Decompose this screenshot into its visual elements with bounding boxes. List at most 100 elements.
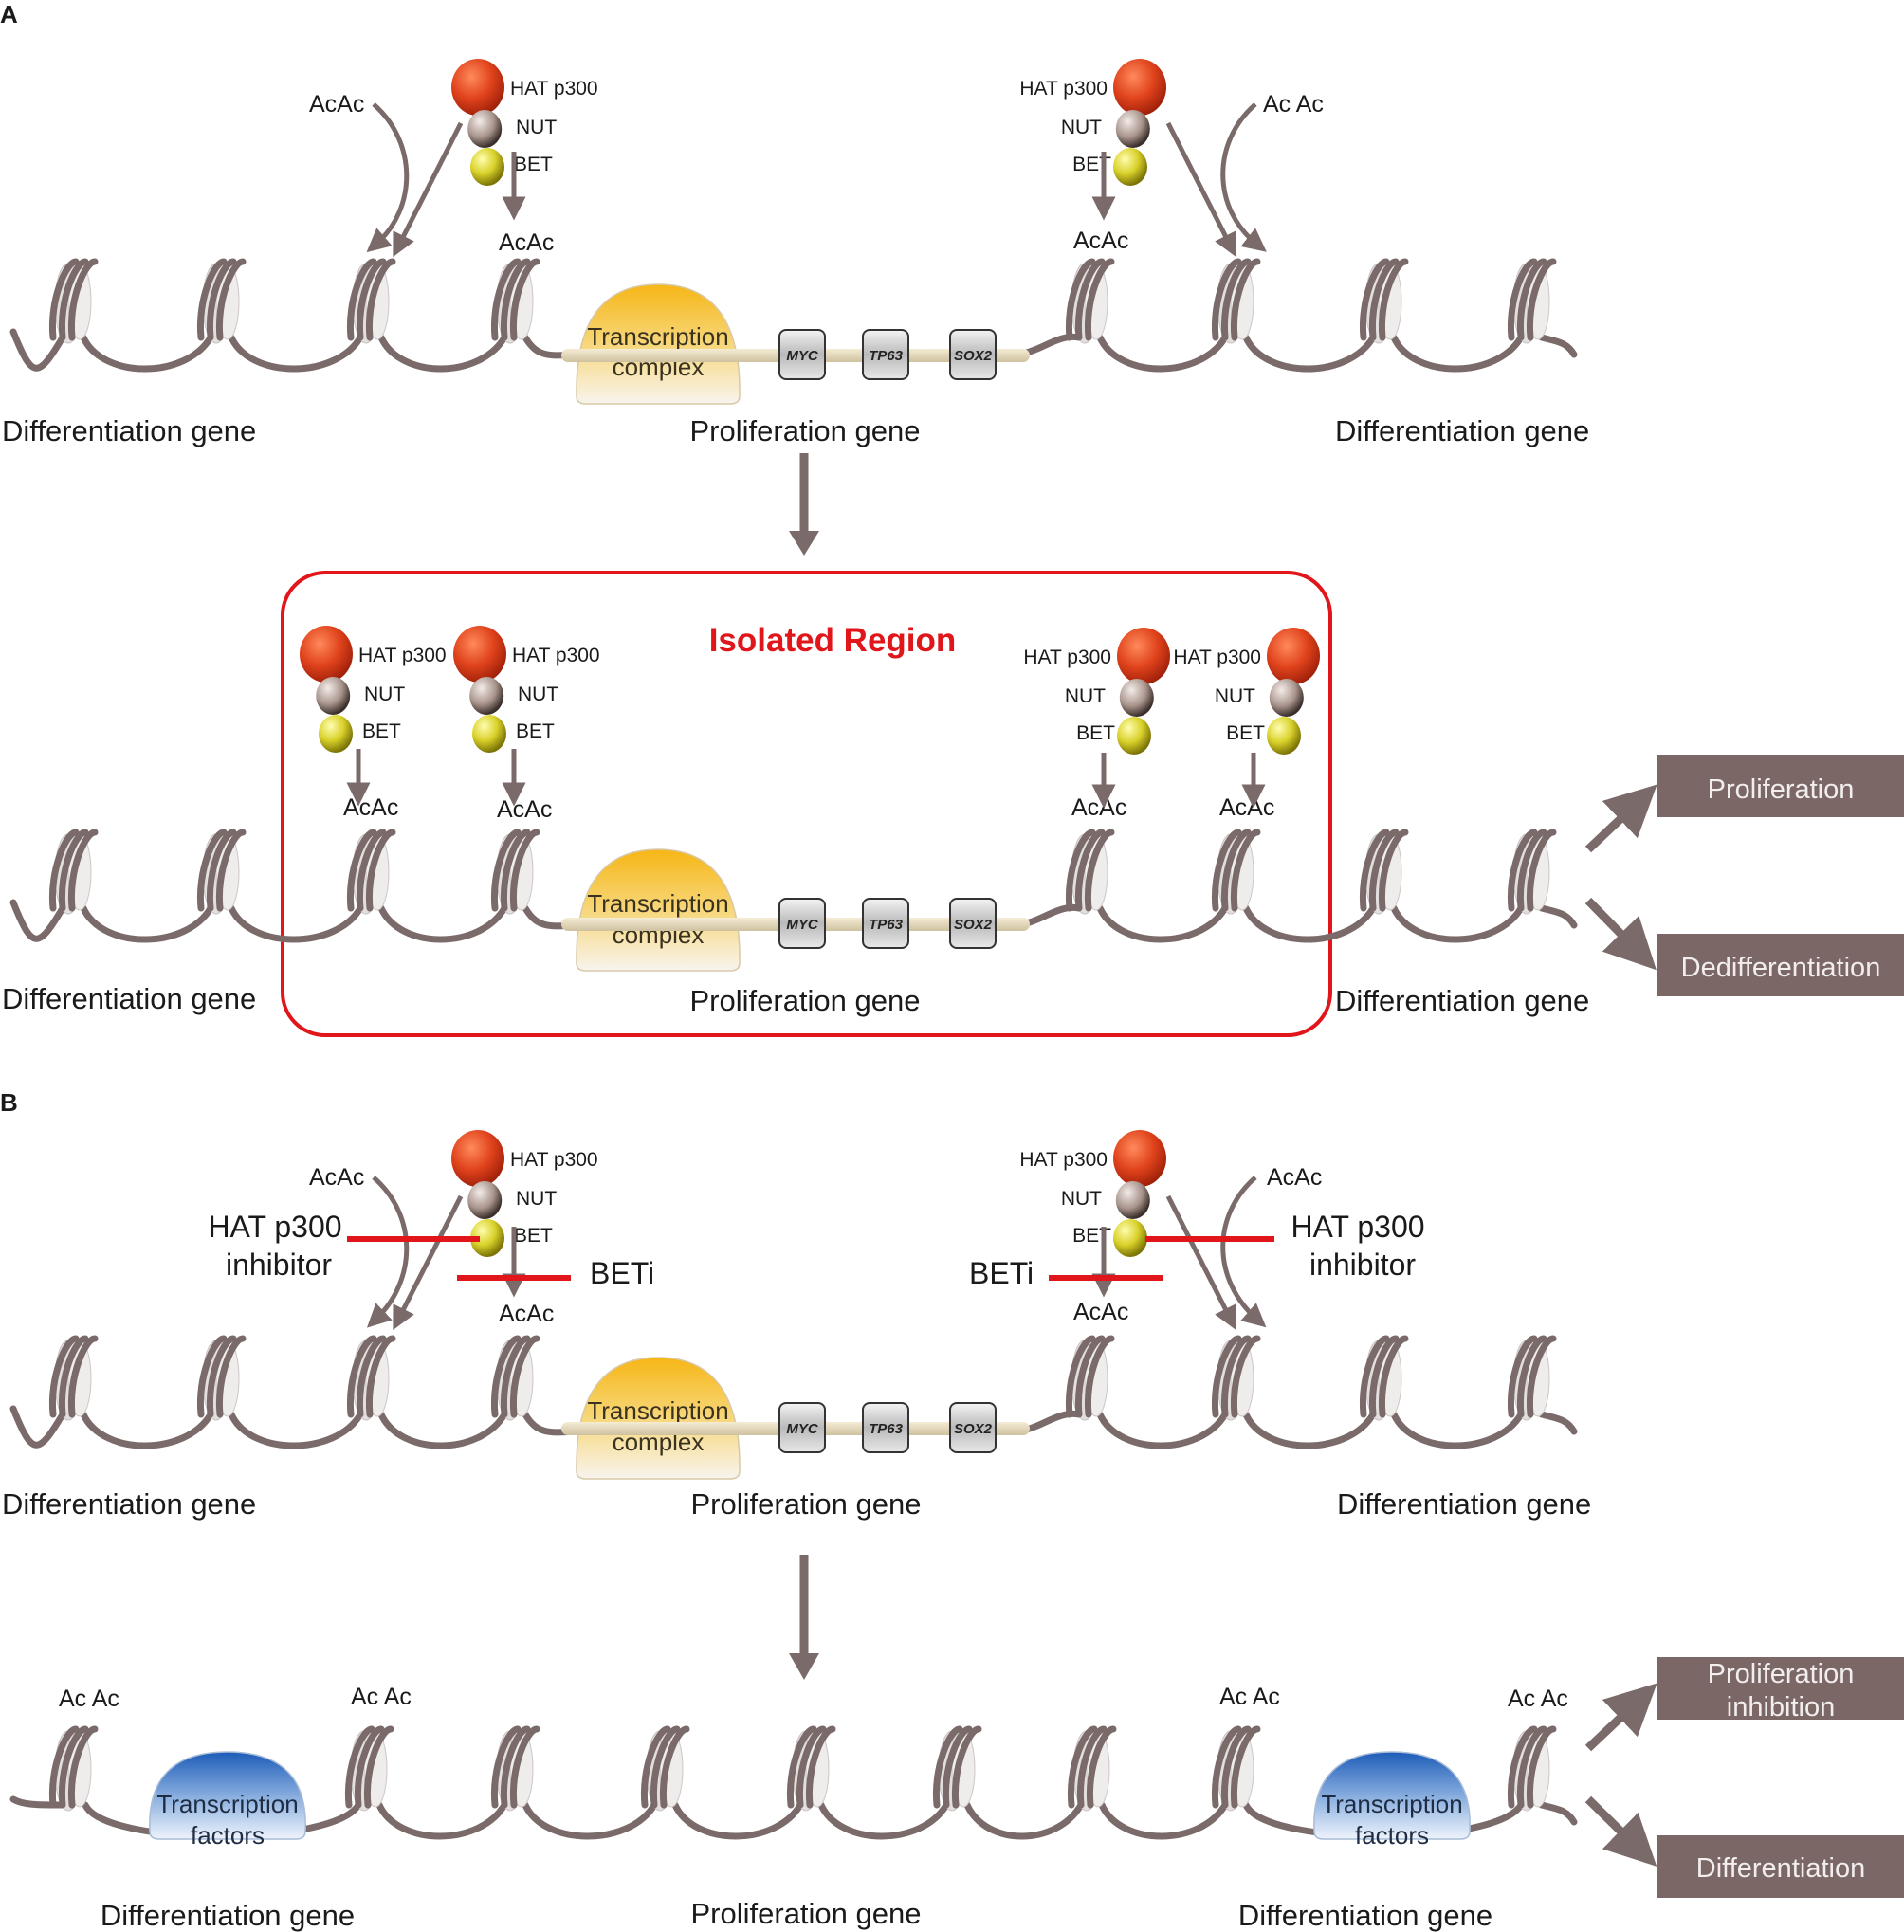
outcome-arrows: [1584, 784, 1657, 1867]
nucleosome: [346, 1335, 396, 1421]
nut-label: NUT: [1215, 685, 1255, 707]
svg-text:Transcription: Transcription: [587, 322, 728, 351]
acetyl-label: AcAc: [1073, 228, 1128, 254]
gene-label-tp63: TP63: [869, 1421, 904, 1437]
bet-label: BET: [1076, 722, 1115, 744]
hat-p300-protein: [1113, 59, 1166, 116]
svg-text:Differentiation: Differentiation: [1696, 1853, 1865, 1884]
outcome-box-differentiation: Differentiation: [1657, 1835, 1904, 1898]
differentiation-gene-label: Differentiation gene: [2, 982, 256, 1015]
differentiation-gene-label: Differentiation gene: [1337, 1487, 1591, 1521]
bet-protein: [319, 715, 353, 753]
panel-label-b: B: [0, 1088, 18, 1117]
dna-strand: [1022, 1410, 1578, 1449]
nucleosome: [196, 258, 247, 344]
nucleosome: [1359, 258, 1409, 344]
nucleosome: [1211, 829, 1261, 915]
nucleosome: [48, 1725, 99, 1812]
nucleosome: [1065, 1335, 1115, 1421]
isolated-region-title: Isolated Region: [709, 622, 957, 659]
svg-text:Dedifferentiation: Dedifferentiation: [1681, 953, 1881, 983]
nucleosome: [490, 1335, 540, 1421]
nucleosome: [1067, 1725, 1117, 1812]
transcription-complex: Transcription complex: [576, 283, 741, 405]
bet-label: BET: [362, 720, 401, 742]
hat-inhibitor-label-right: HAT p300: [1291, 1210, 1424, 1244]
nucleosome: [490, 829, 540, 915]
nucleosome: [1065, 829, 1115, 915]
svg-text:Transcription: Transcription: [587, 889, 728, 918]
dna-strand: [9, 1405, 578, 1449]
gene-label-sox2: SOX2: [954, 1421, 993, 1437]
bet-protein: [1113, 148, 1147, 186]
nucleosome: [1507, 1335, 1557, 1421]
bet-label: BET: [516, 720, 555, 742]
nut-label: NUT: [364, 683, 405, 705]
differentiation-gene-label: Differentiation gene: [1335, 984, 1589, 1017]
nucleosome: [196, 1335, 247, 1421]
gene-box-myc: MYC: [778, 898, 826, 949]
svg-text:Transcription: Transcription: [156, 1790, 298, 1818]
nucleosome: [1507, 258, 1557, 344]
bet-protein: [1113, 1219, 1147, 1257]
nut-protein: [316, 677, 351, 715]
gene-box-sox2: SOX2: [949, 898, 997, 949]
acetyl-label: Ac Ac: [1219, 1684, 1280, 1710]
gene-label-sox2: SOX2: [954, 917, 993, 933]
hat-p300-label: HAT p300: [1023, 647, 1111, 668]
bet-protein: [1267, 717, 1301, 755]
transcription-complex: Transcription complex: [576, 1357, 741, 1480]
svg-text:factors: factors: [1355, 1821, 1429, 1850]
hat-p300-protein: [1117, 628, 1170, 684]
inhibitor-bars: [347, 1236, 1274, 1281]
outcome-box-proliferation: Proliferation: [1657, 755, 1904, 817]
proliferation-gene-label: Proliferation gene: [691, 1897, 922, 1930]
transcription-factors: Transcription factors: [1313, 1751, 1471, 1850]
gene-label-myc: MYC: [786, 917, 819, 933]
differentiation-gene-label: Differentiation gene: [101, 1899, 355, 1932]
bet-label: BET: [514, 1225, 553, 1247]
hat-inhibitor-label-left: HAT p300: [208, 1210, 341, 1244]
gene-label-sox2: SOX2: [954, 348, 993, 364]
nucleosome: [344, 1725, 394, 1812]
nucleosome: [1507, 829, 1557, 915]
nucleosome: [48, 829, 99, 915]
nucleosome: [1359, 1335, 1409, 1421]
differentiation-gene-label: Differentiation gene: [2, 414, 256, 447]
nut-protein: [1115, 1181, 1150, 1219]
svg-text:inhibition: inhibition: [1727, 1692, 1835, 1722]
gene-box-myc: MYC: [778, 1402, 826, 1453]
nucleosome: [1359, 829, 1409, 915]
nucleosome: [1211, 1335, 1261, 1421]
nucleosome: [346, 829, 396, 915]
nut-label: NUT: [518, 683, 558, 705]
hat-p300-label: HAT p300: [1019, 78, 1108, 100]
acetyl-label: AcAc: [1073, 1299, 1128, 1325]
nut-label: NUT: [516, 1188, 557, 1210]
acetyl-label: AcAc: [499, 229, 554, 256]
nut-protein: [1269, 679, 1304, 717]
gene-label-tp63: TP63: [869, 917, 904, 933]
outcome-box-proliferation-inhibition: Proliferation inhibition: [1657, 1657, 1904, 1722]
svg-text:Proliferation: Proliferation: [1708, 1659, 1855, 1689]
gene-label-tp63: TP63: [869, 348, 904, 364]
dna-strand: [1022, 903, 1578, 943]
nucleosome: [1065, 258, 1115, 344]
nut-protein: [1115, 110, 1150, 148]
nucleosome: [786, 1725, 836, 1812]
hat-p300-label: HAT p300: [1173, 647, 1261, 668]
dna-strand: [9, 899, 578, 943]
hat-p300-protein: [451, 59, 504, 116]
hat-p300-label: HAT p300: [512, 645, 600, 666]
nut-protein: [467, 1181, 503, 1219]
nucleosome: [1507, 1725, 1557, 1812]
gene-locus: MYC TP63 SOX2: [561, 1402, 1030, 1453]
outcome-box-dedifferentiation: Dedifferentiation: [1657, 934, 1904, 996]
dna-strand: [1022, 333, 1578, 373]
